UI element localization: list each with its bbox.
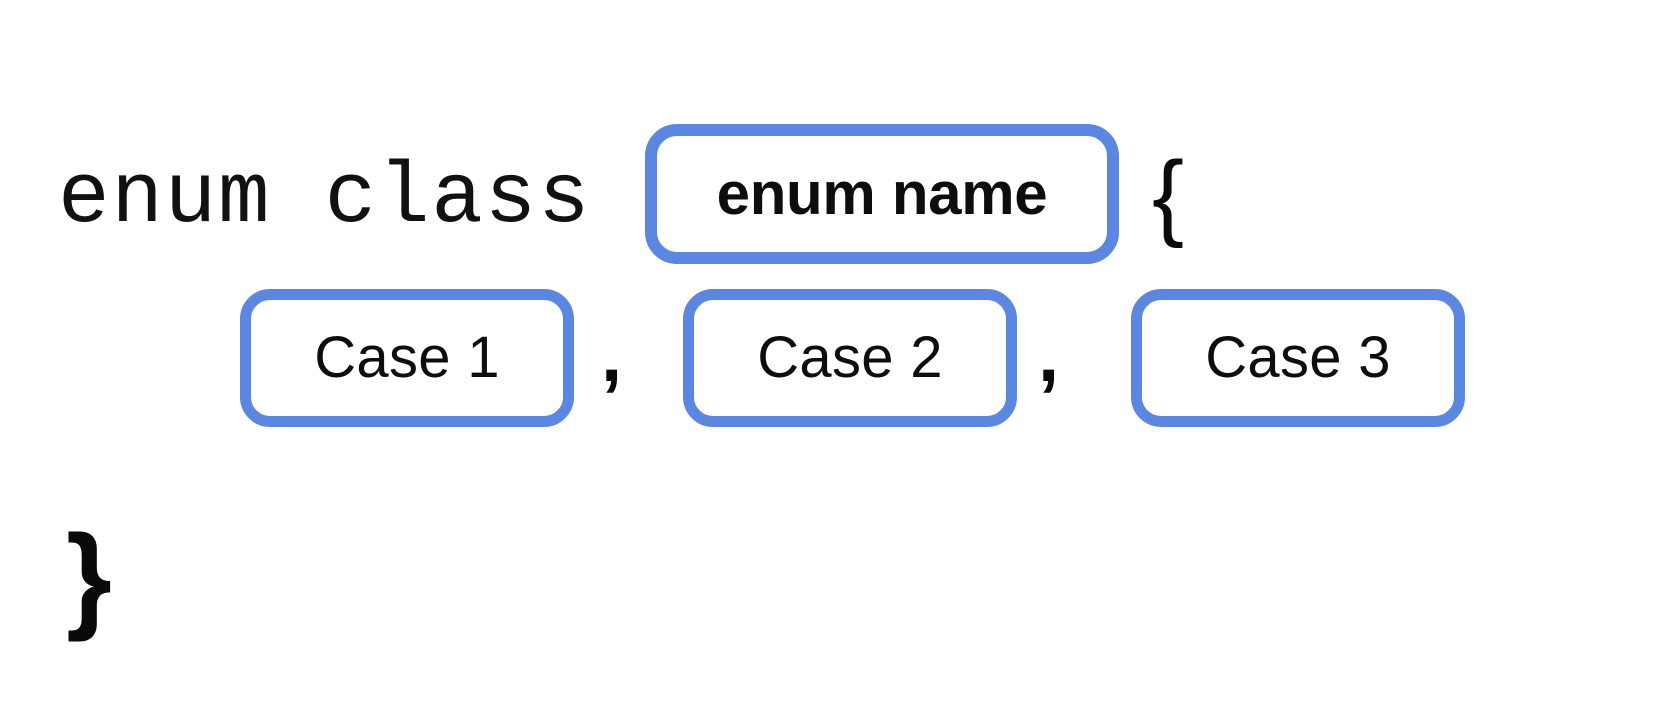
case-label-3: Case 3 [1205, 325, 1391, 390]
case-box-3[interactable]: Case 3 [1131, 289, 1465, 427]
case-box-1[interactable]: Case 1 [240, 289, 574, 427]
case-box-2[interactable]: Case 2 [683, 289, 1017, 427]
open-brace: { [1152, 142, 1185, 249]
enum-name-placeholder-box[interactable]: enum name [645, 124, 1119, 264]
close-brace: } [66, 511, 112, 643]
enum-name-label: enum name [716, 160, 1048, 227]
enum-class-keyword: enum class [58, 149, 592, 247]
case-separator-comma-2: , [1038, 313, 1060, 398]
case-separator-comma-1: , [601, 313, 623, 398]
case-label-1: Case 1 [314, 325, 500, 390]
case-label-2: Case 2 [757, 325, 943, 390]
